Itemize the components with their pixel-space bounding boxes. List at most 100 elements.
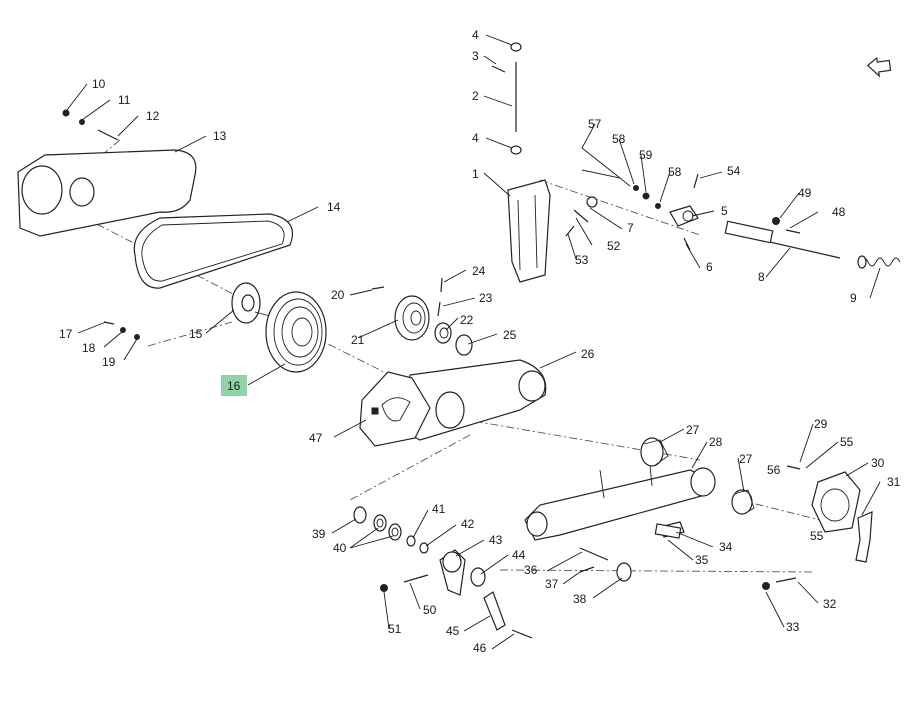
callout-22[interactable]: 22 bbox=[460, 313, 474, 327]
callout-45[interactable]: 45 bbox=[446, 624, 460, 638]
ring-part-42 bbox=[419, 542, 429, 554]
callout-38[interactable]: 38 bbox=[573, 592, 587, 606]
housing-plate-part-26 bbox=[404, 359, 547, 441]
callout-54[interactable]: 54 bbox=[727, 164, 741, 178]
washer-part-4b bbox=[510, 145, 522, 155]
callout-56[interactable]: 56 bbox=[767, 463, 781, 477]
hub-part-15 bbox=[231, 282, 271, 324]
fasteners-17-19 bbox=[103, 321, 140, 340]
callout-15[interactable]: 15 bbox=[189, 327, 203, 341]
bolt-part-50 bbox=[403, 574, 429, 583]
callout-4b[interactable]: 4 bbox=[472, 131, 479, 145]
washer-part-4a bbox=[510, 42, 522, 52]
pin-part-52 bbox=[573, 209, 589, 223]
pin-part-23 bbox=[437, 301, 441, 317]
callout-41[interactable]: 41 bbox=[432, 502, 446, 516]
callout-23[interactable]: 23 bbox=[479, 291, 493, 305]
callout-59[interactable]: 59 bbox=[639, 148, 653, 162]
bearing-part-40b bbox=[388, 523, 402, 541]
arrow-return-icon[interactable] bbox=[866, 56, 892, 78]
callout-11[interactable]: 11 bbox=[118, 93, 131, 107]
nut-part-59 bbox=[642, 192, 650, 200]
pin-part-53 bbox=[565, 225, 575, 237]
callout-5[interactable]: 5 bbox=[721, 204, 728, 218]
bracket-part-30 bbox=[811, 471, 861, 533]
callout-40[interactable]: 40 bbox=[333, 541, 347, 555]
pin-part-6 bbox=[683, 237, 691, 251]
callout-36[interactable]: 36 bbox=[524, 563, 538, 577]
callout-35[interactable]: 35 bbox=[695, 553, 709, 567]
callout-34[interactable]: 34 bbox=[719, 540, 733, 554]
callout-6[interactable]: 6 bbox=[706, 260, 713, 274]
clamp-part-5 bbox=[669, 205, 699, 227]
callout-39[interactable]: 39 bbox=[312, 527, 326, 541]
callout-48[interactable]: 48 bbox=[832, 205, 846, 219]
callout-37[interactable]: 37 bbox=[545, 577, 559, 591]
callout-30[interactable]: 30 bbox=[871, 456, 885, 470]
callout-2[interactable]: 2 bbox=[472, 89, 479, 103]
tensioner-arm-part-43 bbox=[439, 549, 466, 596]
callout-49[interactable]: 49 bbox=[798, 186, 812, 200]
callout-42[interactable]: 42 bbox=[461, 517, 475, 531]
callout-12[interactable]: 12 bbox=[146, 109, 160, 123]
callout-9[interactable]: 9 bbox=[850, 291, 857, 305]
callout-58a[interactable]: 58 bbox=[612, 132, 626, 146]
pin-part-37 bbox=[579, 566, 595, 573]
spring-part-9 bbox=[857, 255, 901, 269]
bushing-part-27a bbox=[640, 437, 669, 467]
frame-arm-part-28 bbox=[524, 465, 716, 541]
callout-14[interactable]: 14 bbox=[327, 200, 341, 214]
handle-part-57 bbox=[581, 169, 631, 187]
callout-25[interactable]: 25 bbox=[503, 328, 517, 342]
callout-4a[interactable]: 4 bbox=[472, 28, 479, 42]
link-part-45 bbox=[483, 591, 506, 631]
callout-53[interactable]: 53 bbox=[575, 253, 589, 267]
callout-52[interactable]: 52 bbox=[607, 239, 621, 253]
callout-3[interactable]: 3 bbox=[472, 49, 479, 63]
callout-47[interactable]: 47 bbox=[309, 431, 323, 445]
pin-part-3 bbox=[491, 65, 506, 73]
callout-24[interactable]: 24 bbox=[472, 264, 486, 278]
callout-50[interactable]: 50 bbox=[423, 603, 437, 617]
callout-26[interactable]: 26 bbox=[581, 347, 595, 361]
fasteners-10-12 bbox=[62, 109, 119, 141]
ball-part-7 bbox=[586, 196, 598, 208]
pin-part-54 bbox=[693, 173, 699, 189]
callout-27b[interactable]: 27 bbox=[739, 452, 753, 466]
callout-44[interactable]: 44 bbox=[512, 548, 526, 562]
side-plate-part-47 bbox=[359, 371, 431, 447]
callout-57[interactable]: 57 bbox=[588, 117, 602, 131]
callout-51[interactable]: 51 bbox=[388, 622, 402, 636]
callout-7[interactable]: 7 bbox=[627, 221, 634, 235]
callout-33[interactable]: 33 bbox=[786, 620, 800, 634]
callout-55a[interactable]: 55 bbox=[840, 435, 854, 449]
callout-43[interactable]: 43 bbox=[489, 533, 503, 547]
callout-46[interactable]: 46 bbox=[473, 641, 487, 655]
callout-labels[interactable]: 10 11 12 13 14 15 16 17 18 19 20 21 22 2… bbox=[59, 28, 901, 655]
bolt-part-32 bbox=[775, 577, 797, 583]
callout-8[interactable]: 8 bbox=[758, 270, 765, 284]
callout-13[interactable]: 13 bbox=[213, 129, 227, 143]
callout-31[interactable]: 31 bbox=[887, 475, 901, 489]
callout-19[interactable]: 19 bbox=[102, 355, 116, 369]
bushing-part-38 bbox=[616, 562, 632, 582]
callout-21[interactable]: 21 bbox=[351, 333, 365, 347]
callout-18[interactable]: 18 bbox=[82, 341, 96, 355]
pulley-part-16 bbox=[265, 291, 327, 373]
callout-10[interactable]: 10 bbox=[92, 77, 106, 91]
callout-16[interactable]: 16 bbox=[227, 379, 241, 393]
callout-17[interactable]: 17 bbox=[59, 327, 73, 341]
callout-55b[interactable]: 55 bbox=[810, 529, 824, 543]
washer-part-39 bbox=[353, 506, 367, 524]
callout-28[interactable]: 28 bbox=[709, 435, 723, 449]
callout-29[interactable]: 29 bbox=[814, 417, 828, 431]
pin-part-36 bbox=[579, 547, 609, 561]
callout-20[interactable]: 20 bbox=[331, 288, 345, 302]
callout-58b[interactable]: 58 bbox=[668, 165, 682, 179]
callout-27a[interactable]: 27 bbox=[686, 423, 700, 437]
callout-32[interactable]: 32 bbox=[823, 597, 837, 611]
callout-1[interactable]: 1 bbox=[472, 167, 479, 181]
nut-part-33 bbox=[762, 582, 770, 590]
bushing-part-44 bbox=[470, 567, 486, 587]
